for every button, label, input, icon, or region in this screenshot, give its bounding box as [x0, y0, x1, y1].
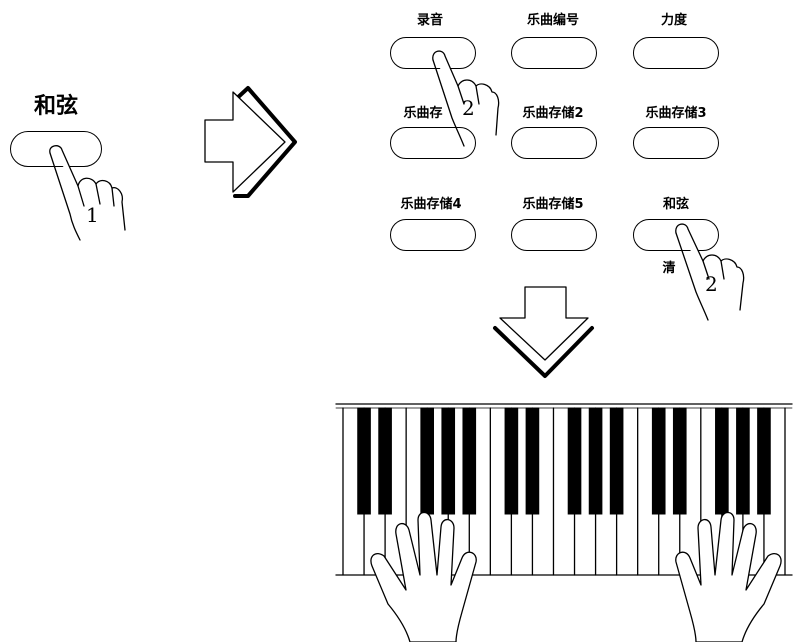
left-keyboard-hand-icon [370, 511, 477, 642]
black-key [757, 407, 771, 515]
right-keyboard-hand-icon [675, 511, 782, 642]
black-key [715, 407, 729, 515]
black-key [651, 407, 666, 515]
black-key [525, 407, 540, 515]
song-memory-1-button[interactable] [390, 127, 476, 159]
black-keys [357, 407, 771, 515]
down-arrow-icon [493, 286, 594, 378]
record-button-label: 录音 [416, 13, 444, 28]
song-memory-2-button-label: 乐曲存储2 [522, 106, 584, 121]
step-number-2-record: 2 [462, 96, 475, 120]
song-memory-5-button[interactable] [511, 219, 597, 251]
chord-button-label: 和弦 [33, 94, 79, 119]
chord-pointing-hand-icon [675, 223, 745, 321]
clear-label: 清 [662, 261, 676, 276]
song-memory-4-button-label: 乐曲存储4 [400, 197, 462, 212]
black-key [567, 407, 582, 515]
record-button[interactable] [390, 37, 476, 69]
black-key [736, 407, 750, 515]
black-key [672, 407, 687, 515]
black-key [441, 407, 456, 515]
black-key [588, 407, 603, 515]
song-number-button[interactable] [511, 37, 597, 69]
chord-button-right-label: 和弦 [662, 197, 690, 212]
record-pointing-hand-icon [432, 50, 500, 147]
song-memory-3-button-label: 乐曲存储3 [645, 106, 707, 121]
step-number-2-chord: 2 [705, 272, 718, 296]
song-memory-2-button[interactable] [511, 127, 597, 159]
right-arrow-icon [204, 86, 297, 198]
song-number-button-label: 乐曲编号 [526, 13, 580, 28]
left-pointing-hand-icon [49, 145, 126, 241]
black-key [378, 407, 392, 515]
song-memory-3-button[interactable] [633, 127, 719, 159]
song-memory-5-button-label: 乐曲存储5 [522, 197, 584, 212]
black-key [504, 407, 519, 515]
step-number-1: 1 [86, 203, 99, 227]
song-memory-4-button[interactable] [390, 219, 476, 251]
black-key [609, 407, 624, 515]
velocity-button[interactable] [633, 37, 719, 69]
song-memory-1-button-label: 乐曲存 [403, 106, 443, 121]
black-key [420, 407, 435, 515]
black-key [462, 407, 477, 515]
black-key [357, 407, 371, 515]
velocity-button-label: 力度 [660, 13, 688, 28]
